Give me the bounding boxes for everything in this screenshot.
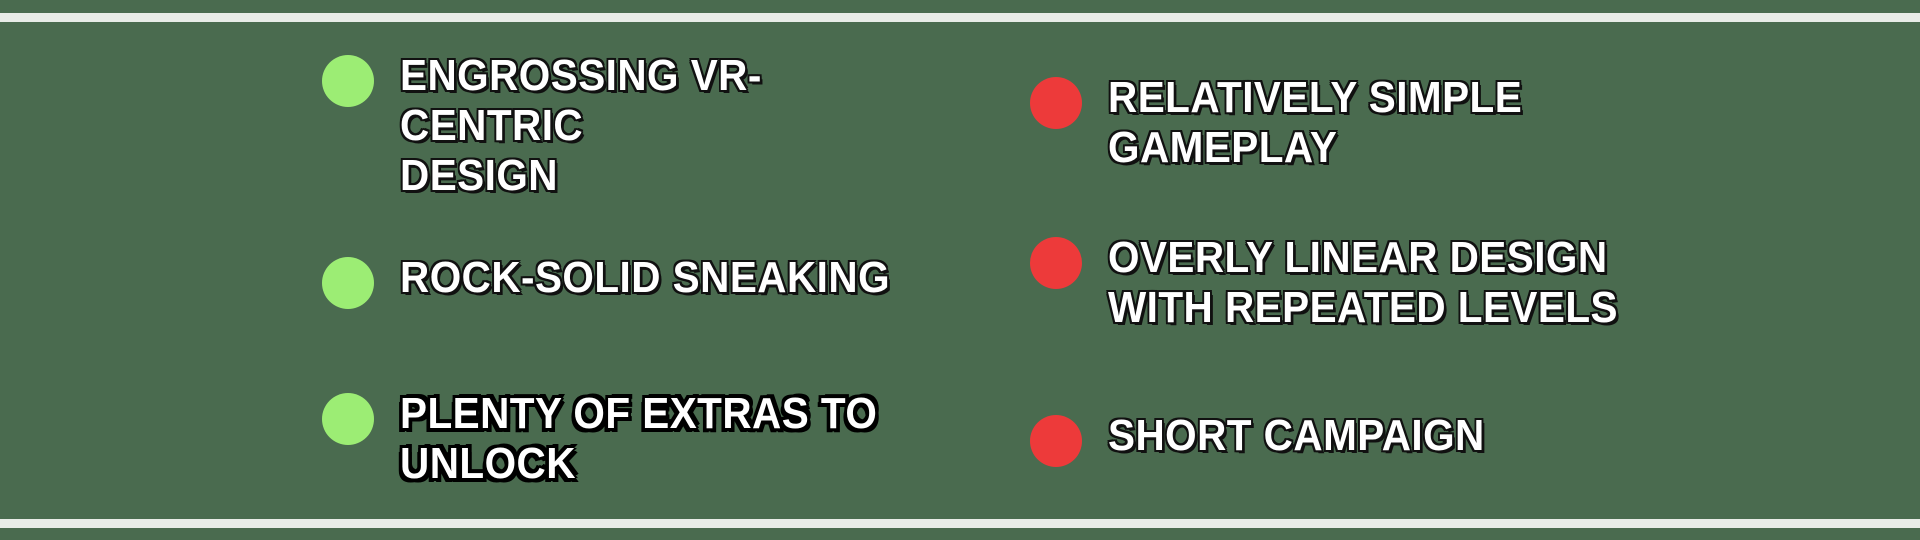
pros-column: ENGROSSING VR-CENTRIC DESIGN ROCK-SOLID … <box>322 51 962 489</box>
cons-list-item: SHORT CAMPAIGN <box>1030 411 1670 467</box>
red-circle-bullet-icon <box>1030 77 1082 129</box>
pros-list-item: ENGROSSING VR-CENTRIC DESIGN <box>322 51 962 201</box>
cons-list-item: OVERLY LINEAR DESIGN WITH REPEATED LEVEL… <box>1030 233 1670 333</box>
pros-list-item-label: ROCK-SOLID SNEAKING <box>400 253 891 302</box>
cons-column: RELATIVELY SIMPLE GAMEPLAY OVERLY LINEAR… <box>1030 73 1670 467</box>
pros-list-item: PLENTY OF EXTRAS TO UNLOCK <box>322 389 962 489</box>
green-circle-bullet-icon <box>322 257 374 309</box>
green-circle-bullet-icon <box>322 55 374 107</box>
cons-list-item: RELATIVELY SIMPLE GAMEPLAY <box>1030 73 1670 173</box>
top-divider-rule <box>0 13 1920 22</box>
pros-list-item-label: ENGROSSING VR-CENTRIC DESIGN <box>400 51 762 200</box>
cons-list-item-label: RELATIVELY SIMPLE GAMEPLAY <box>1108 73 1523 172</box>
red-circle-bullet-icon <box>1030 415 1082 467</box>
pros-list-item: ROCK-SOLID SNEAKING <box>322 253 962 309</box>
cons-list-item-label: OVERLY LINEAR DESIGN WITH REPEATED LEVEL… <box>1108 233 1618 332</box>
pros-list-item-label: PLENTY OF EXTRAS TO UNLOCK <box>400 389 878 488</box>
bottom-divider-rule <box>0 519 1920 528</box>
cons-list-item-label: SHORT CAMPAIGN <box>1108 411 1485 460</box>
green-circle-bullet-icon <box>322 393 374 445</box>
red-circle-bullet-icon <box>1030 237 1082 289</box>
